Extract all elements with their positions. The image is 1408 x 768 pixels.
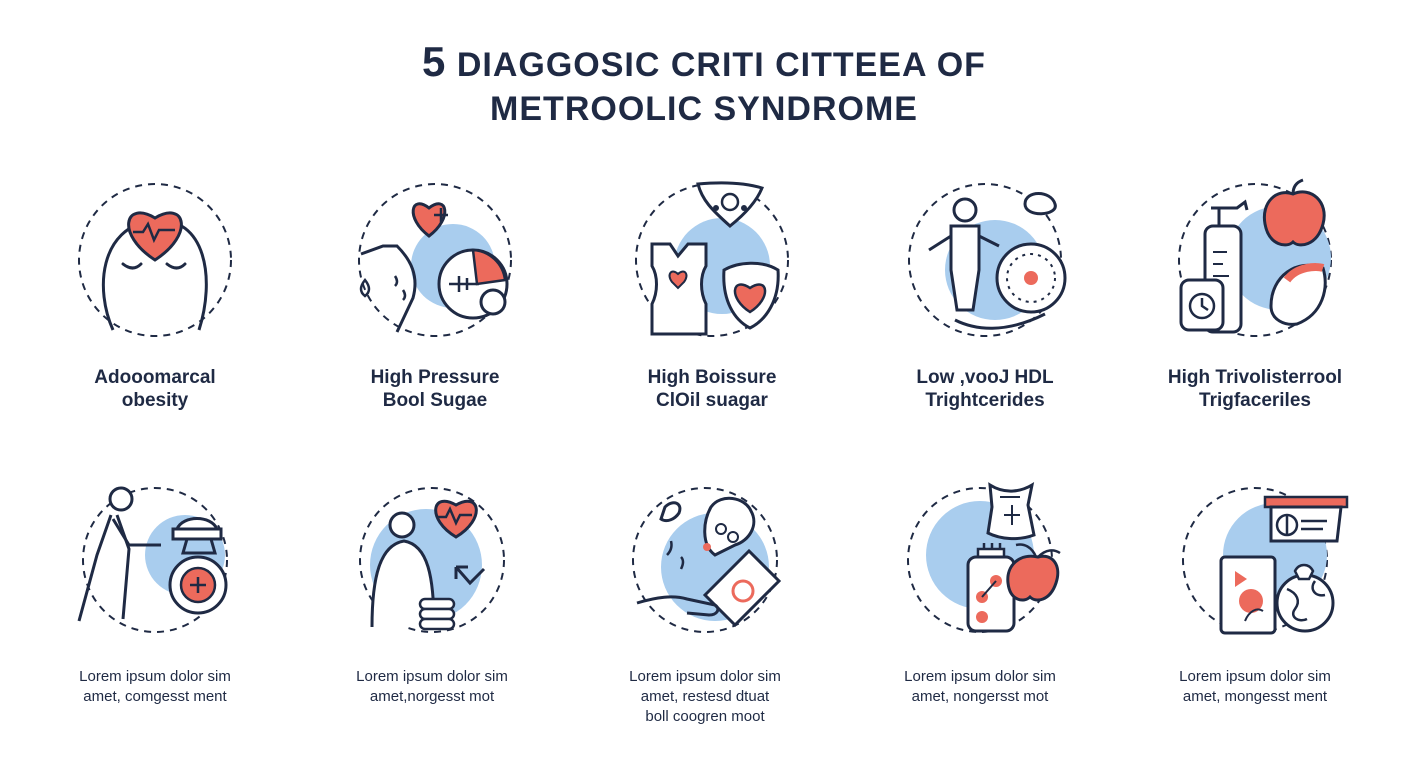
criterion-card-3: High Boissure ClOil suagar	[592, 180, 832, 412]
bottle-apple-icon	[1175, 178, 1335, 340]
document-globe-icon	[1182, 487, 1349, 635]
walking-person-icon	[77, 486, 228, 633]
body-shield-heart-icon	[632, 181, 792, 340]
criterion-1-label-line-2: obesity	[121, 390, 189, 411]
info-card-2: Lorem ipsum dolor sim amet,norgesst mot	[312, 485, 552, 707]
info-card-1: Lorem ipsum dolor sim amet, comgesst men…	[35, 485, 275, 707]
title-line-2: METROOLIC SYNDROME	[490, 90, 918, 128]
criterion-5-label-line-1: High Trivolisterrool	[1167, 367, 1343, 388]
info-3-text-line-3: boll coogren moot	[645, 708, 765, 725]
info-5-text-line-1: Lorem ipsum dolor sim	[1179, 668, 1331, 685]
info-3-text-line-1: Lorem ipsum dolor sim	[629, 668, 781, 685]
info-3-text-line-2: amet, restesd dtuat	[640, 688, 770, 705]
criterion-card-5: High Trivolisterrool Trigfaceriles	[1135, 178, 1375, 412]
info-4-text-line-2: amet, nongersst mot	[911, 688, 1049, 705]
info-card-4: Lorem ipsum dolor sim amet, nongersst mo…	[860, 481, 1100, 707]
person-cell-icon	[905, 180, 1067, 340]
jar-apple-icon	[907, 481, 1061, 633]
info-1-text-line-1: Lorem ipsum dolor sim	[79, 668, 231, 685]
criterion-3-label-line-1: High Boissure	[647, 367, 777, 388]
criterion-3-label-line-2: ClOil suagar	[656, 390, 768, 411]
criterion-card-4: Low ,vooJ HDL Trightcerides	[865, 180, 1105, 412]
hand-phone-icon	[632, 487, 782, 633]
criterion-1-label-line-1: Adooomarcal	[94, 367, 216, 388]
criterion-card-1: Adooomarcal obesity	[35, 180, 275, 412]
info-card-5: Lorem ipsum dolor sim amet, mongesst men…	[1135, 485, 1375, 707]
title-line-1: 5 DIAGGOSIC CRITI CITTEEA OF	[0, 40, 1408, 87]
title-number: 5	[422, 38, 447, 85]
title-line-1-text: DIAGGOSIC CRITI CITTEEA OF	[456, 46, 986, 84]
criterion-4-label-line-1: Low ,vooJ HDL	[916, 367, 1054, 388]
info-2-text-line-2: amet,norgesst mot	[369, 688, 495, 705]
head-heart-icon	[75, 180, 235, 340]
criterion-2-label-line-2: Bool Sugae	[382, 390, 488, 411]
info-5-text-line-2: amet, mongesst ment	[1182, 688, 1328, 705]
heart-gauge-icon	[355, 180, 515, 340]
criterion-2-label-line-1: High Pressure	[370, 367, 500, 388]
page-title: 5 DIAGGOSIC CRITI CITTEEA OF METROOLIC S…	[0, 40, 1408, 131]
info-1-text-line-2: amet, comgesst ment	[83, 688, 227, 705]
criterion-4-label-line-2: Trightcerides	[925, 390, 1045, 411]
info-card-3: Lorem ipsum dolor sim amet, restesd dtua…	[585, 485, 825, 727]
criterion-5-label-line-2: Trigfaceriles	[1199, 390, 1311, 411]
info-4-text-line-1: Lorem ipsum dolor sim	[904, 668, 1056, 685]
info-2-text-line-1: Lorem ipsum dolor sim	[356, 668, 508, 685]
criterion-card-2: High Pressure Bool Sugae	[315, 180, 555, 412]
person-heart-icon	[359, 487, 505, 633]
